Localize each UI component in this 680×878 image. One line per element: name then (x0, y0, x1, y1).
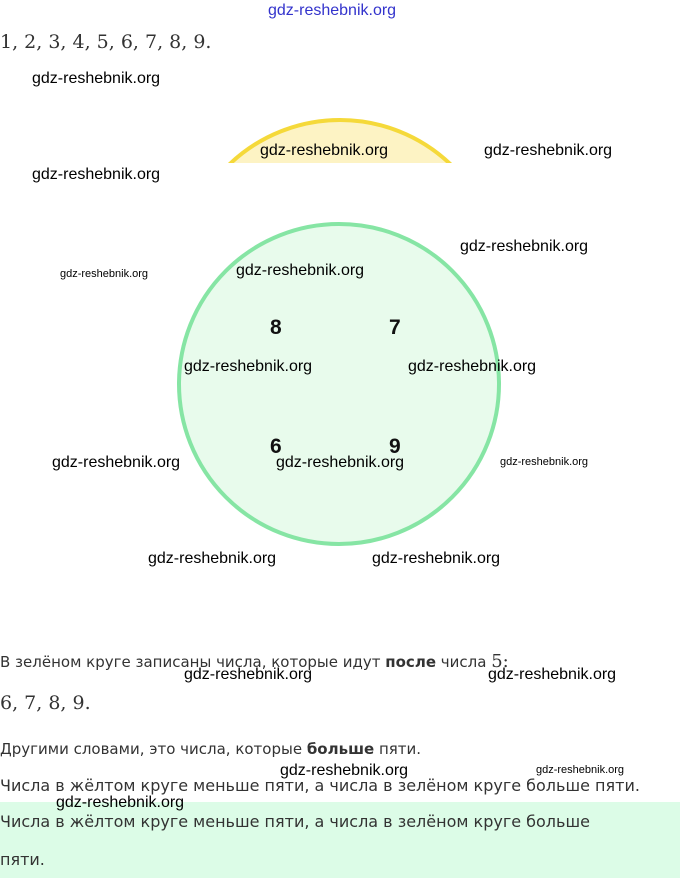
watermark: gdz-reshebnik.org (184, 358, 313, 375)
green-number: 7 (389, 316, 401, 339)
watermark: gdz-reshebnik.org (488, 666, 617, 683)
watermark: gdz-reshebnik.org (56, 794, 185, 811)
watermark: gdz-reshebnik.org (60, 268, 149, 280)
header-watermark: gdz-reshebnik.org (268, 2, 397, 19)
watermark: gdz-reshebnik.org (536, 764, 625, 776)
paragraph-greater-five: Другими словами, это числа, которые боль… (0, 740, 422, 758)
watermark: gdz-reshebnik.org (260, 142, 389, 159)
watermark: gdz-reshebnik.org (500, 456, 589, 468)
green-number: 9 (389, 435, 401, 458)
watermark: gdz-reshebnik.org (408, 358, 537, 375)
watermark: gdz-reshebnik.org (484, 142, 613, 159)
watermark: gdz-reshebnik.org (32, 166, 161, 183)
answer-line-1: Числа в жёлтом круге меньше пяти, а числ… (0, 812, 590, 831)
watermark: gdz-reshebnik.org (148, 550, 277, 567)
answer-sequence: 6, 7, 8, 9. (0, 692, 91, 714)
paragraph-after-five: В зелёном круге записаны числа, которые … (0, 651, 509, 672)
watermark: gdz-reshebnik.org (52, 454, 181, 471)
yellow-circle (227, 118, 453, 163)
answer-box: Числа в жёлтом круге меньше пяти, а числ… (0, 802, 680, 878)
green-number: 8 (270, 316, 282, 339)
number-sequence: 1, 2, 3, 4, 5, 6, 7, 8, 9. (0, 31, 212, 53)
watermark: gdz-reshebnik.org (236, 262, 365, 279)
watermark: gdz-reshebnik.org (372, 550, 501, 567)
green-circle (177, 222, 501, 546)
paragraph-conclusion: Числа в жёлтом круге меньше пяти, а числ… (0, 776, 640, 795)
green-number: 6 (270, 435, 282, 458)
watermark: gdz-reshebnik.org (276, 454, 405, 471)
watermark: gdz-reshebnik.org (460, 238, 589, 255)
answer-line-2: пяти. (0, 850, 45, 869)
watermark: gdz-reshebnik.org (32, 70, 161, 87)
watermark: gdz-reshebnik.org (184, 666, 313, 683)
watermark: gdz-reshebnik.org (280, 762, 409, 779)
